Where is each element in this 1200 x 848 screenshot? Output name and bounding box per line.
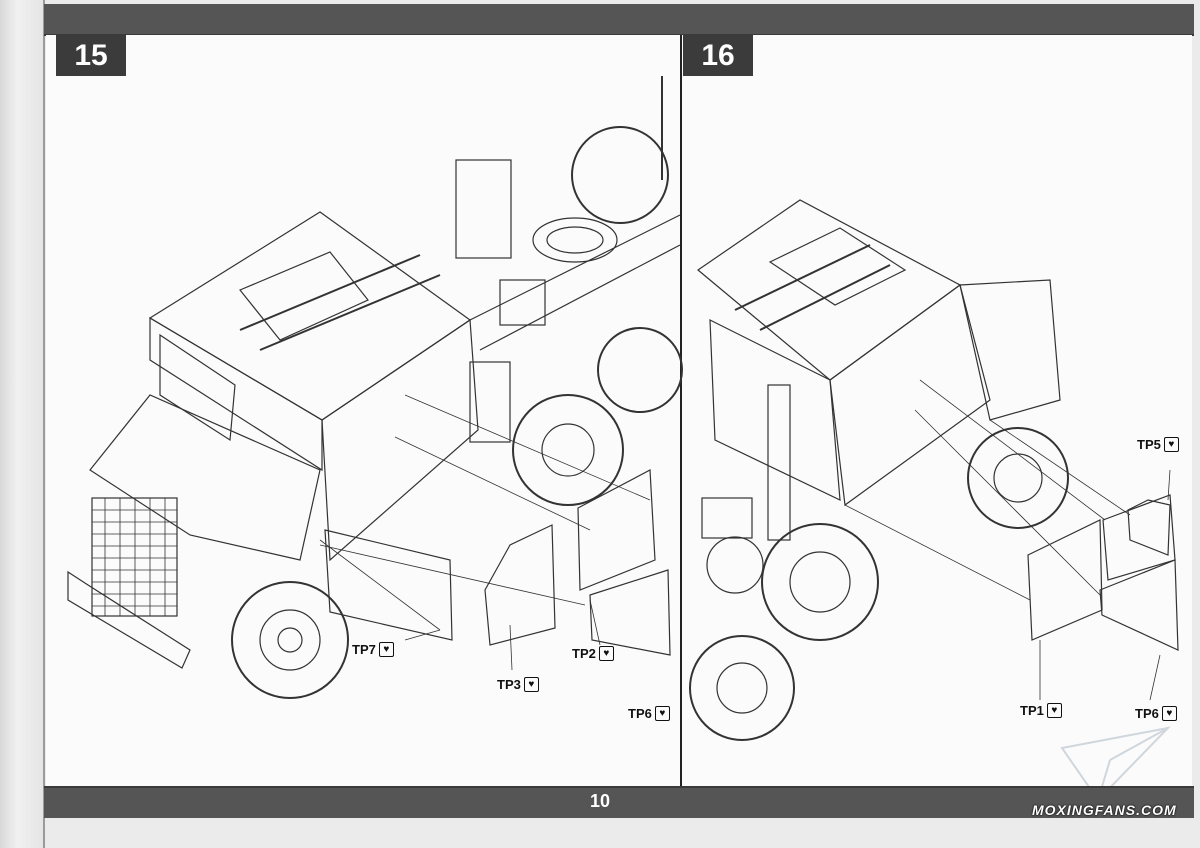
label-tp1: TP1 ♥ — [1020, 703, 1062, 718]
step-16-badge: 16 — [683, 35, 753, 76]
photo-etch-part-icon: ♥ — [598, 646, 614, 661]
photo-etch-part-icon: ♥ — [1046, 703, 1062, 718]
step-16-truck-drawing — [689, 199, 1179, 741]
label-tp6-text: TP6 — [1135, 706, 1159, 721]
photo-etch-part-icon: ♥ — [654, 706, 670, 721]
step-15-badge: 15 — [56, 35, 126, 76]
watermark-text: MOXINGFANS.COM — [1032, 802, 1177, 818]
photo-etch-part-icon: ♥ — [1161, 706, 1177, 721]
photo-etch-part-icon: ♥ — [523, 677, 539, 692]
label-tp5-text: TP5 — [1137, 437, 1161, 452]
label-tp3-text: TP3 — [497, 677, 521, 692]
label-tp2: TP2 ♥ — [572, 646, 614, 661]
label-tp7: TP7 ♥ — [352, 642, 394, 657]
label-tp7-text: TP7 — [352, 642, 376, 657]
label-tp1-text: TP1 — [1020, 703, 1044, 718]
label-tp6-text: TP6 — [628, 706, 652, 721]
label-tp3: TP3 ♥ — [497, 677, 539, 692]
bottom-footer-band — [44, 786, 1194, 818]
step-15-truck-drawing — [67, 76, 683, 699]
label-tp6-step16: TP6 ♥ — [1135, 706, 1177, 721]
photo-etch-part-icon: ♥ — [378, 642, 394, 657]
label-tp5: TP5 ♥ — [1137, 437, 1179, 452]
label-tp6-step15: TP6 ♥ — [628, 706, 670, 721]
page-gutter — [0, 0, 44, 848]
photo-etch-part-icon: ♥ — [1163, 437, 1179, 452]
label-tp2-text: TP2 — [572, 646, 596, 661]
step-divider — [680, 35, 682, 787]
binding-line — [43, 0, 45, 848]
